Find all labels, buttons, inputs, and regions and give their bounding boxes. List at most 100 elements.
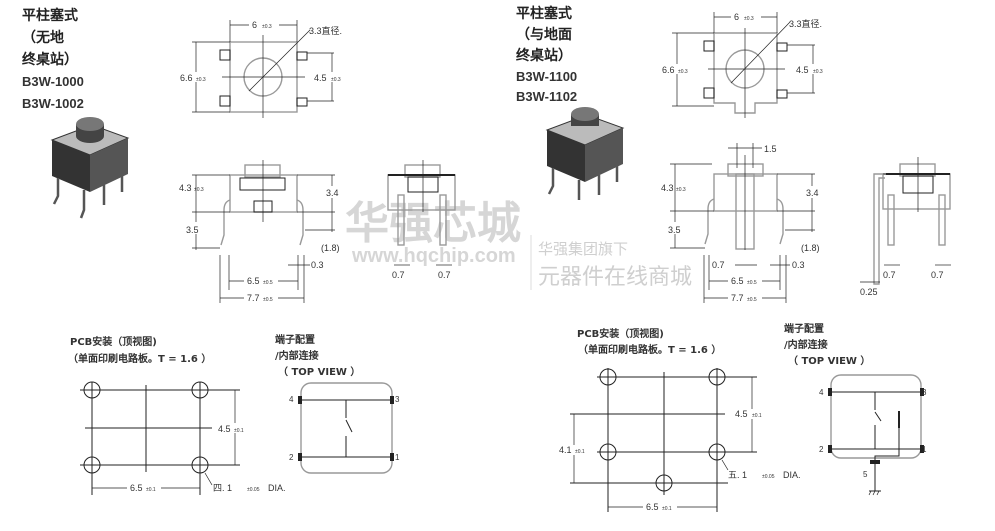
pin-label: 2 xyxy=(819,445,824,454)
left-title-line: （无地 xyxy=(22,29,64,46)
pin-label: 4 xyxy=(819,388,824,397)
terminal-subtitle: /内部连接 xyxy=(784,338,828,351)
watermark: 华强芯城 www.hqchip.com 华强集团旗下 元器件在线商城 xyxy=(345,198,692,290)
right-model: B3W-1100 xyxy=(516,69,577,84)
left-terminal-diagram xyxy=(298,382,394,474)
pcb-pitch-v: 4.5 xyxy=(735,409,748,419)
dim-pin-pitch: 6.5 xyxy=(247,276,260,286)
left-model: B3W-1002 xyxy=(22,96,84,111)
terminal-view: （ TOP VIEW ） xyxy=(278,365,360,378)
dim-tol: ±0.3 xyxy=(196,77,206,83)
pcb-tol: ±0.1 xyxy=(575,449,585,455)
dim-overall-width: 7.7 xyxy=(731,293,744,303)
dim-tol: ±0.3 xyxy=(262,24,272,30)
watermark-mall: 元器件在线商城 xyxy=(538,265,692,290)
watermark-group: 华强集团旗下 xyxy=(538,240,628,258)
dim-pin-width: 0.7 xyxy=(931,270,944,280)
dim-pin-pitch: 6.5 xyxy=(731,276,744,286)
pcb-hole-count: 四. 1 xyxy=(213,483,232,493)
switch-photo-left xyxy=(50,117,130,219)
pcb-title: PCB安装（顶视图) xyxy=(577,327,664,340)
dim-height: 6.6 xyxy=(662,65,675,75)
pcb-pitch-v: 4.5 xyxy=(218,424,231,434)
right-title-line: 平柱塞式 xyxy=(516,5,572,22)
left-model: B3W-1000 xyxy=(22,74,84,89)
dim-width: 6 xyxy=(252,20,257,30)
pcb-hole-unit: DIA. xyxy=(783,470,801,480)
dim-ground-thickness: 0.25 xyxy=(860,287,878,297)
dim-plunger-diameter: 3.3直径. xyxy=(309,25,342,36)
pin-label: 1 xyxy=(922,445,927,454)
pcb-hole-count: 五. 1 xyxy=(728,470,747,480)
right-terminal-diagram xyxy=(828,374,924,496)
pcb-subtitle: （单面印刷电路板。T = 1.6 ） xyxy=(578,343,721,356)
dim-pitch: 4.5 xyxy=(314,73,327,83)
pcb-subtitle: （单面印刷电路板。T = 1.6 ） xyxy=(68,352,211,365)
pcb-pitch-h: 6.5 xyxy=(130,483,143,493)
dim-tol: ±0.5 xyxy=(263,280,273,286)
right-pcb-layout xyxy=(570,368,757,512)
left-pcb-layout xyxy=(80,381,240,495)
right-title-block: 平柱塞式 （与地面 终桌站） B3W-1100 B3W-1102 xyxy=(516,5,577,104)
dim-ref: (1.8) xyxy=(801,243,820,253)
dim-body-height: 3.4 xyxy=(806,188,819,198)
pin-label-ground: 5 xyxy=(863,470,868,479)
dim-leg-length: 3.5 xyxy=(668,225,681,235)
dim-tol: ±0.3 xyxy=(194,187,204,193)
pin-label: 3 xyxy=(922,388,927,397)
dim-leg-length: 3.5 xyxy=(186,225,199,235)
dim-tol: ±0.3 xyxy=(676,187,686,193)
pcb-hole xyxy=(599,368,617,386)
dim-pin-width: 0.7 xyxy=(392,270,405,280)
right-side-view xyxy=(860,157,951,285)
pcb-tol: ±0.1 xyxy=(752,413,762,419)
pcb-hole-tol: ±0.05 xyxy=(762,474,775,480)
pcb-hole xyxy=(599,443,617,461)
pcb-tol: ±0.1 xyxy=(146,487,156,493)
dim-plunger-diameter: 3.3直径. xyxy=(789,18,822,29)
dim-center-pin: 0.7 xyxy=(712,260,725,270)
pcb-tol: ±0.1 xyxy=(662,506,672,512)
pcb-hole xyxy=(655,474,673,492)
pcb-hole-unit: DIA. xyxy=(268,483,286,493)
pcb-hole-tol: ±0.05 xyxy=(247,487,260,493)
right-model: B3W-1102 xyxy=(516,89,577,104)
pcb-hole xyxy=(83,456,101,474)
dim-height-body: 4.3 xyxy=(661,183,674,193)
dim-overall-width: 7.7 xyxy=(247,293,260,303)
dim-pin-width: 0.7 xyxy=(438,270,451,280)
pcb-hole xyxy=(708,368,726,386)
pcb-hole xyxy=(191,456,209,474)
left-side-view xyxy=(387,160,456,266)
terminal-title: 端子配置 xyxy=(784,322,824,335)
dim-height: 6.6 xyxy=(180,73,193,83)
dim-tol: ±0.5 xyxy=(263,297,273,303)
dim-body-height: 3.4 xyxy=(326,188,339,198)
dim-plunger-width: 1.5 xyxy=(764,144,777,154)
dim-tol: ±0.3 xyxy=(331,77,341,83)
dim-width: 6 xyxy=(734,12,739,22)
right-front-view xyxy=(670,143,815,303)
right-title-line: （与地面 xyxy=(516,26,572,43)
left-title-line: 平柱塞式 xyxy=(22,7,78,24)
pcb-pitch-v2: 4.1 xyxy=(559,445,572,455)
pcb-title: PCB安装（顶视图) xyxy=(70,335,157,348)
dim-thickness: 0.3 xyxy=(792,260,805,270)
right-title-line: 终桌站） xyxy=(516,47,572,64)
pcb-hole xyxy=(708,443,726,461)
dim-tol: ±0.5 xyxy=(747,297,757,303)
watermark-brand: 华强芯城 xyxy=(345,198,521,249)
pcb-pitch-h: 6.5 xyxy=(646,502,659,512)
pcb-hole xyxy=(83,381,101,399)
pcb-hole xyxy=(191,381,209,399)
dim-tol: ±0.3 xyxy=(744,16,754,22)
left-title-line: 终桌站） xyxy=(22,51,78,68)
left-title-block: 平柱塞式 （无地 终桌站） B3W-1000 B3W-1002 xyxy=(22,7,84,111)
left-top-view xyxy=(192,20,334,118)
dim-tol: ±0.3 xyxy=(678,69,688,75)
dim-pitch: 4.5 xyxy=(796,65,809,75)
dim-height-body: 4.3 xyxy=(179,183,192,193)
dim-tol: ±0.5 xyxy=(747,280,757,286)
switch-photo-right xyxy=(545,107,625,200)
